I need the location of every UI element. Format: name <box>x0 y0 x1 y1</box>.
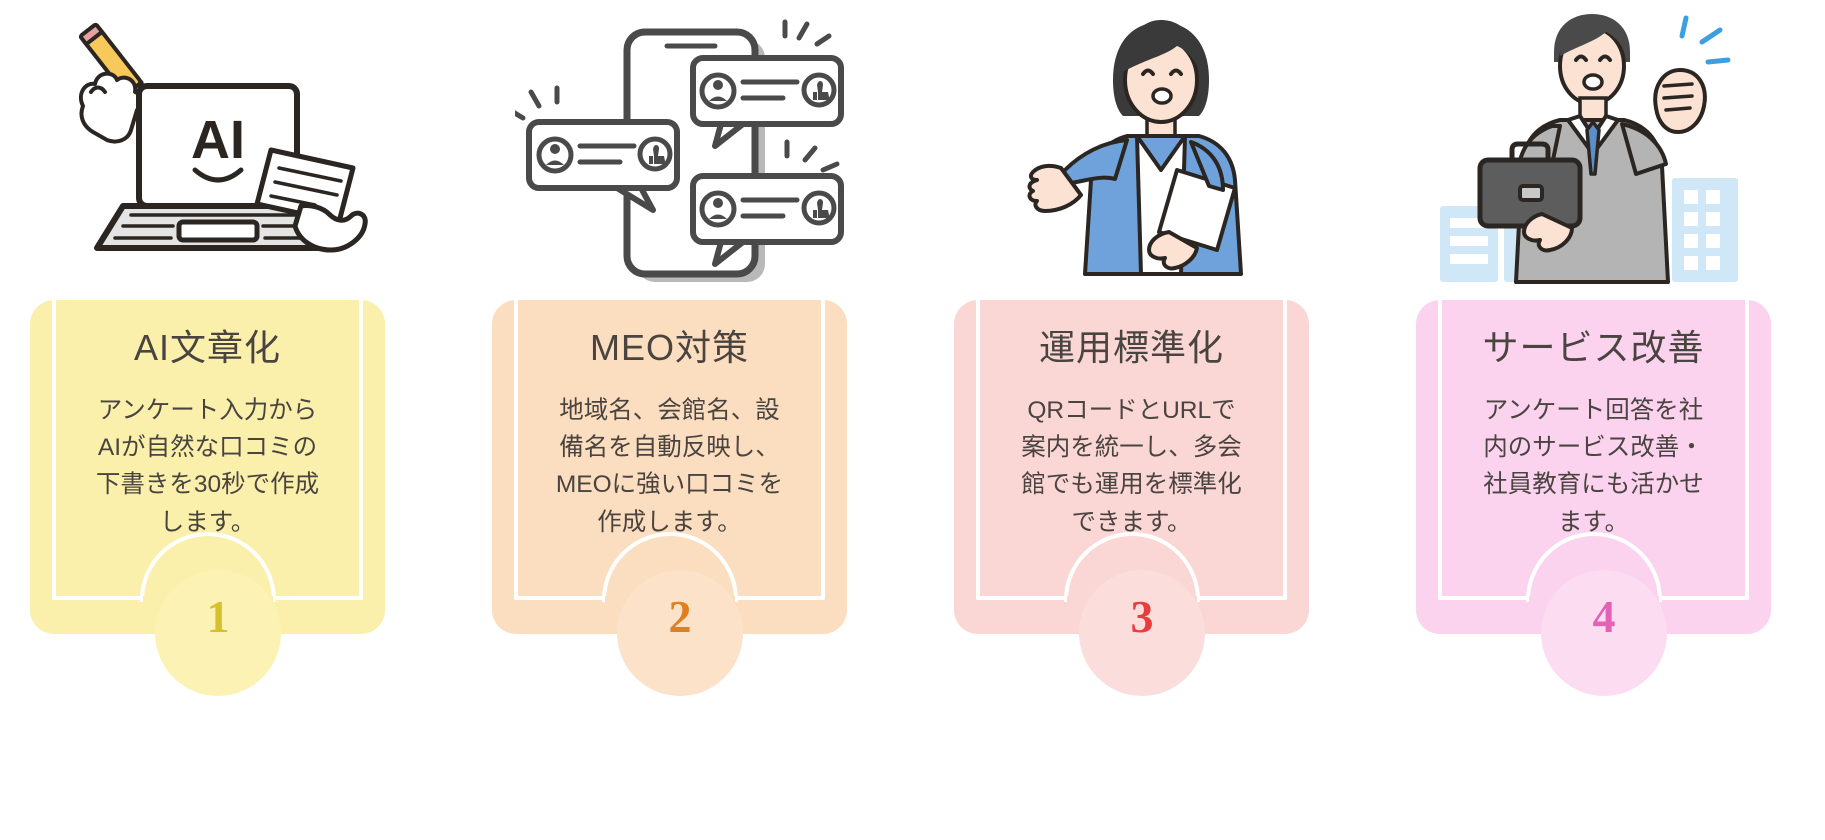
illustration-laptop-ai: AI <box>18 0 418 300</box>
laptop-ai-pencil-hand-icon: AI <box>78 22 368 253</box>
illustration-smartphone-reviews <box>480 0 880 300</box>
feature-card-column-3: 運用標準化 QRコードとURLで 案内を統一し、多会 館でも運用を標準化 できま… <box>942 0 1342 840</box>
card-body-4: アンケート回答を社 内のサービス改善・ 社員教育にも活かせ ます。 <box>1483 397 1704 536</box>
card-body-1: アンケート入力から AIが自然な口コミの 下書きを30秒で作成 します。 <box>95 397 320 536</box>
card-number-badge-1: 1 <box>155 570 281 696</box>
card-number-1: 1 <box>206 591 230 642</box>
card-wrap-4: サービス改善 アンケート回答を社 内のサービス改善・ 社員教育にも活かせ ます。… <box>1404 298 1804 720</box>
laptop-screen-label: AI <box>191 110 245 170</box>
card-title-2: MEO対策 <box>589 327 749 368</box>
card-body-3: QRコードとURLで 案内を統一し、多会 館でも運用を標準化 できます。 <box>1021 397 1242 536</box>
businessman-cheering-buildings-icon <box>1440 14 1738 284</box>
card-number-4: 4 <box>1592 591 1616 642</box>
card-number-badge-3: 3 <box>1079 570 1205 696</box>
illustration-woman-presenting <box>942 0 1342 300</box>
card-wrap-3: 運用標準化 QRコードとURLで 案内を統一し、多会 館でも運用を標準化 できま… <box>942 298 1342 720</box>
feature-card-2[interactable]: MEO対策 地域名、会館名、設 備名を自動反映し、 MEOに強い口コミを 作成し… <box>492 298 847 634</box>
card-number-3: 3 <box>1130 591 1154 642</box>
illustration-businessman-cheering <box>1404 0 1804 300</box>
card-title-1: AI文章化 <box>133 327 281 368</box>
card-number-2: 2 <box>668 591 692 642</box>
card-wrap-2: MEO対策 地域名、会館名、設 備名を自動反映し、 MEOに強い口コミを 作成し… <box>480 298 880 720</box>
card-number-badge-4: 4 <box>1541 570 1667 696</box>
woman-presenting-document-icon <box>1027 20 1243 276</box>
card-body-2: 地域名、会館名、設 備名を自動反映し、 MEOに強い口コミを 作成します。 <box>555 397 784 536</box>
feature-card-column-1: AI <box>18 0 418 840</box>
card-title-3: 運用標準化 <box>1038 327 1224 368</box>
card-title-4: サービス改善 <box>1482 327 1705 368</box>
smartphone-review-bubbles-icon <box>515 19 844 282</box>
card-number-badge-2: 2 <box>617 570 743 696</box>
card-wrap-1: AI文章化 アンケート入力から AIが自然な口コミの 下書きを30秒で作成 しま… <box>18 298 418 720</box>
feature-card-column-4: サービス改善 アンケート回答を社 内のサービス改善・ 社員教育にも活かせ ます。… <box>1404 0 1804 840</box>
feature-card-column-2: MEO対策 地域名、会館名、設 備名を自動反映し、 MEOに強い口コミを 作成し… <box>480 0 880 840</box>
